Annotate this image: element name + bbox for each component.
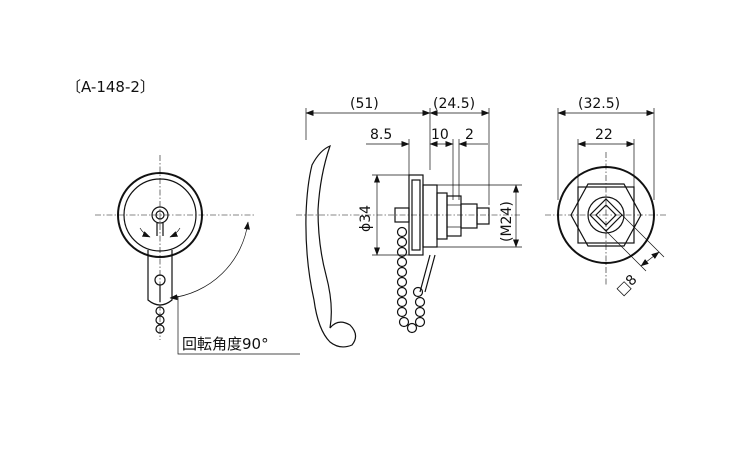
rotation-angle-note: 回転角度90° — [182, 335, 269, 353]
dim-10: 10 — [431, 127, 449, 143]
model-code: 〔A-148-2〕 — [66, 78, 155, 96]
rear-view: (32.5) 22 □8 — [545, 96, 668, 299]
chain — [396, 226, 426, 334]
dim-body-length: (24.5) — [433, 96, 475, 112]
dim-flange-diameter: ϕ34 — [358, 205, 374, 232]
dim-width-outer: (32.5) — [578, 96, 620, 112]
front-view: 回転角度90° — [95, 155, 300, 355]
dim-width-22: 22 — [595, 127, 613, 143]
dim-square-drive: □8 — [614, 272, 641, 299]
side-view: (51) (24.5) 8.5 10 2 ϕ34 (M24) — [296, 96, 522, 348]
dim-8-5: 8.5 — [370, 127, 392, 143]
dim-2: 2 — [465, 127, 474, 143]
dim-overall-length: (51) — [350, 96, 379, 112]
dim-thread-size: (M24) — [499, 201, 515, 242]
